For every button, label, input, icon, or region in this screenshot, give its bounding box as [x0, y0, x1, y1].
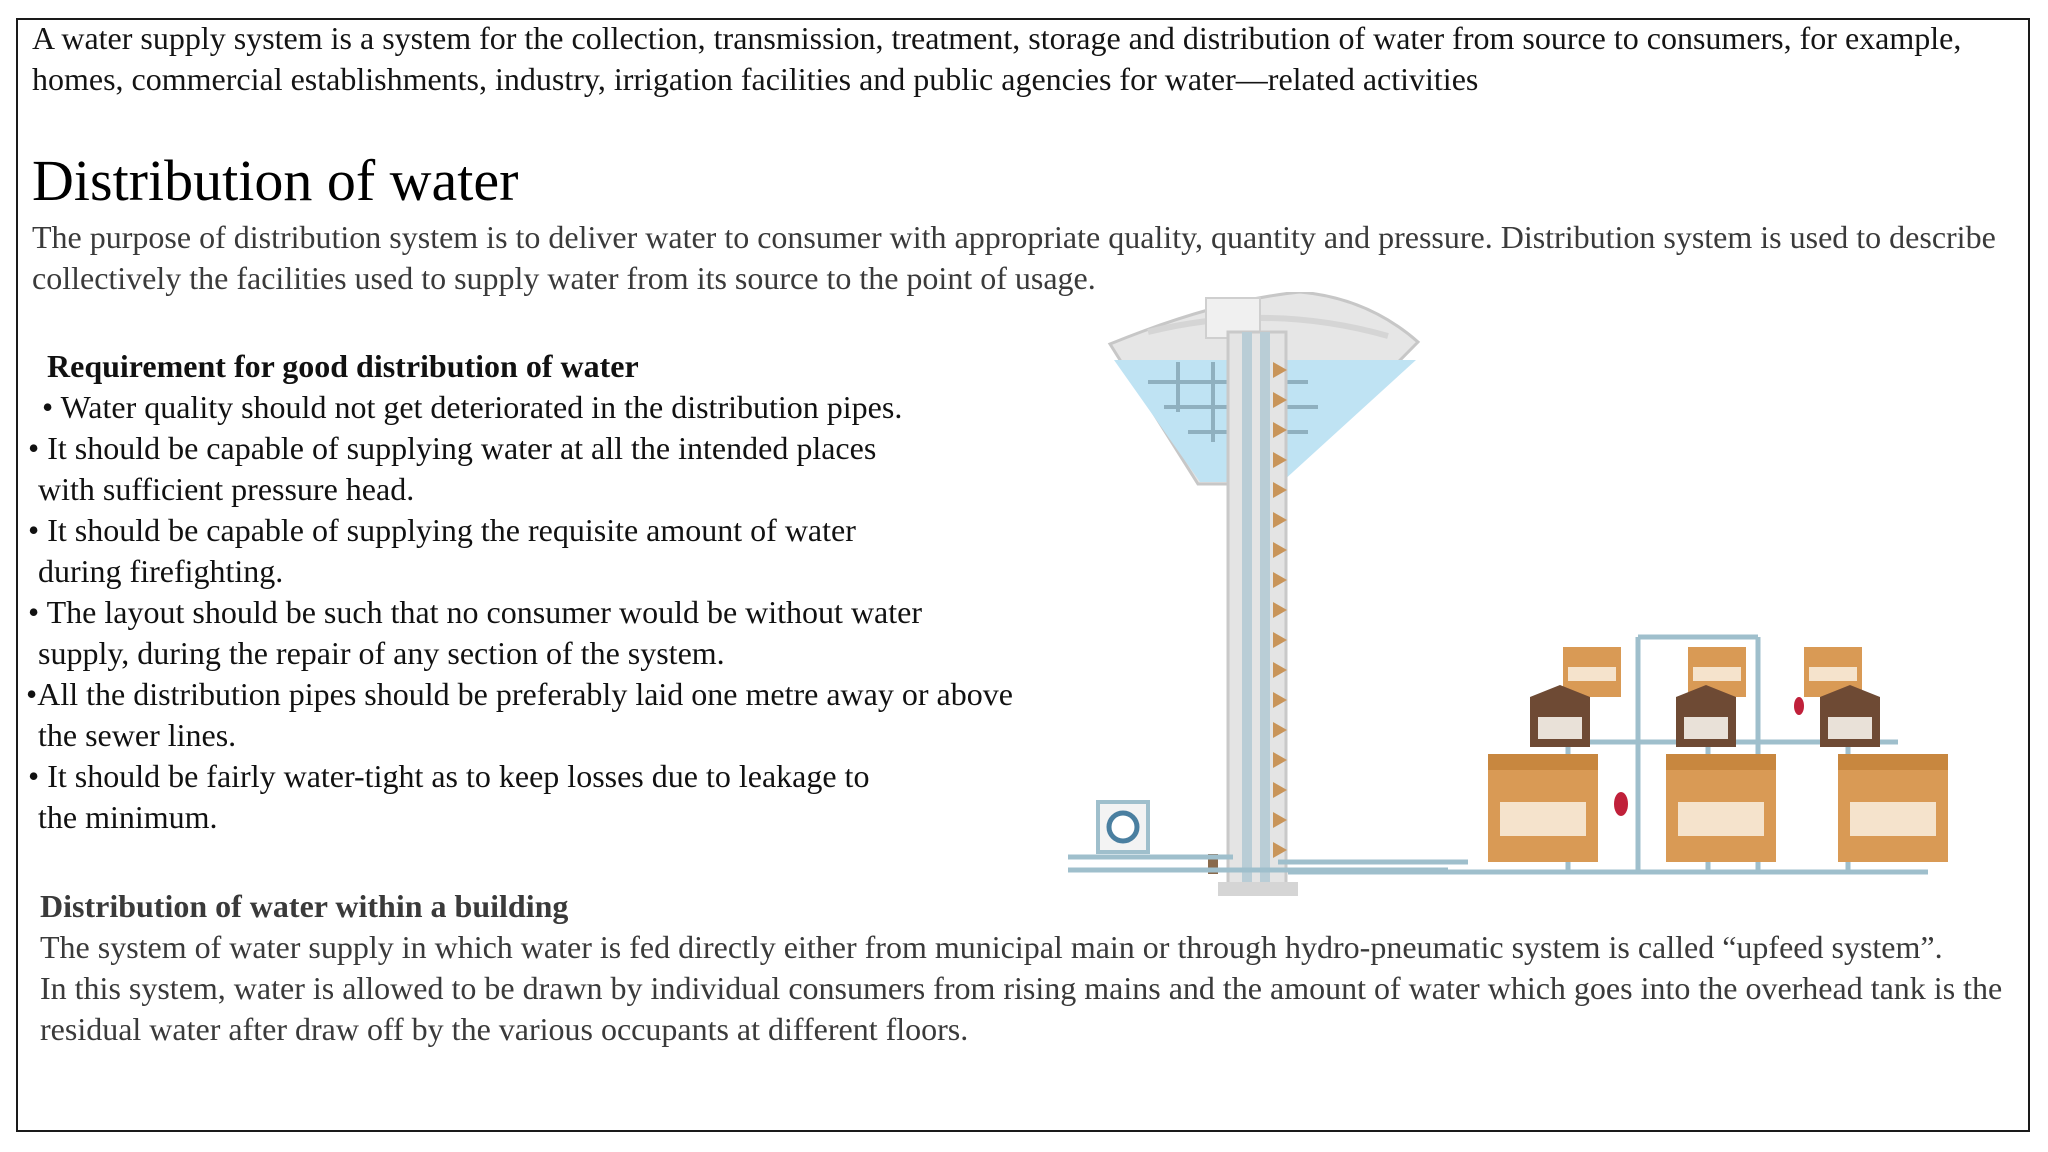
requirement-line: supply, during the repair of any section… [38, 635, 725, 671]
distribution-pipes [1068, 634, 1928, 875]
tower-column [1208, 330, 1298, 896]
valve-icon [1614, 697, 1804, 816]
requirement-line: • It should be capable of supplying the … [28, 512, 856, 548]
requirement-line: • It should be capable of supplying wate… [28, 430, 877, 466]
water-tower-distribution-illustration [1068, 292, 1948, 896]
building-heading: Distribution of water within a building [40, 888, 569, 924]
building-text: The system of water supply in which wate… [40, 927, 2020, 1050]
page-title: Distribution of water [32, 148, 519, 213]
requirement-line: • The layout should be such that no cons… [28, 594, 922, 630]
building-paragraph-1: The system of water supply in which wate… [40, 929, 1943, 965]
requirement-line: the minimum. [38, 799, 218, 835]
requirements-heading: Requirement for good distribution of wat… [47, 348, 639, 384]
purpose-paragraph: The purpose of distribution system is to… [32, 219, 1996, 296]
intro-paragraph: A water supply system is a system for th… [32, 20, 1962, 97]
requirement-line: •All the distribution pipes should be pr… [26, 676, 1013, 712]
pump-icon [1096, 800, 1150, 854]
requirement-line: • It should be fairly water-tight as to … [28, 758, 870, 794]
requirement-line: with sufficient pressure head. [38, 471, 415, 507]
requirement-line: during firefighting. [38, 553, 284, 589]
slide-frame [16, 18, 2030, 1132]
requirement-line: the sewer lines. [38, 717, 237, 753]
house-icon [1488, 647, 1948, 862]
requirement-line: • Water quality should not get deteriora… [42, 389, 903, 425]
building-paragraph-2: In this system, water is allowed to be d… [40, 970, 2003, 1047]
